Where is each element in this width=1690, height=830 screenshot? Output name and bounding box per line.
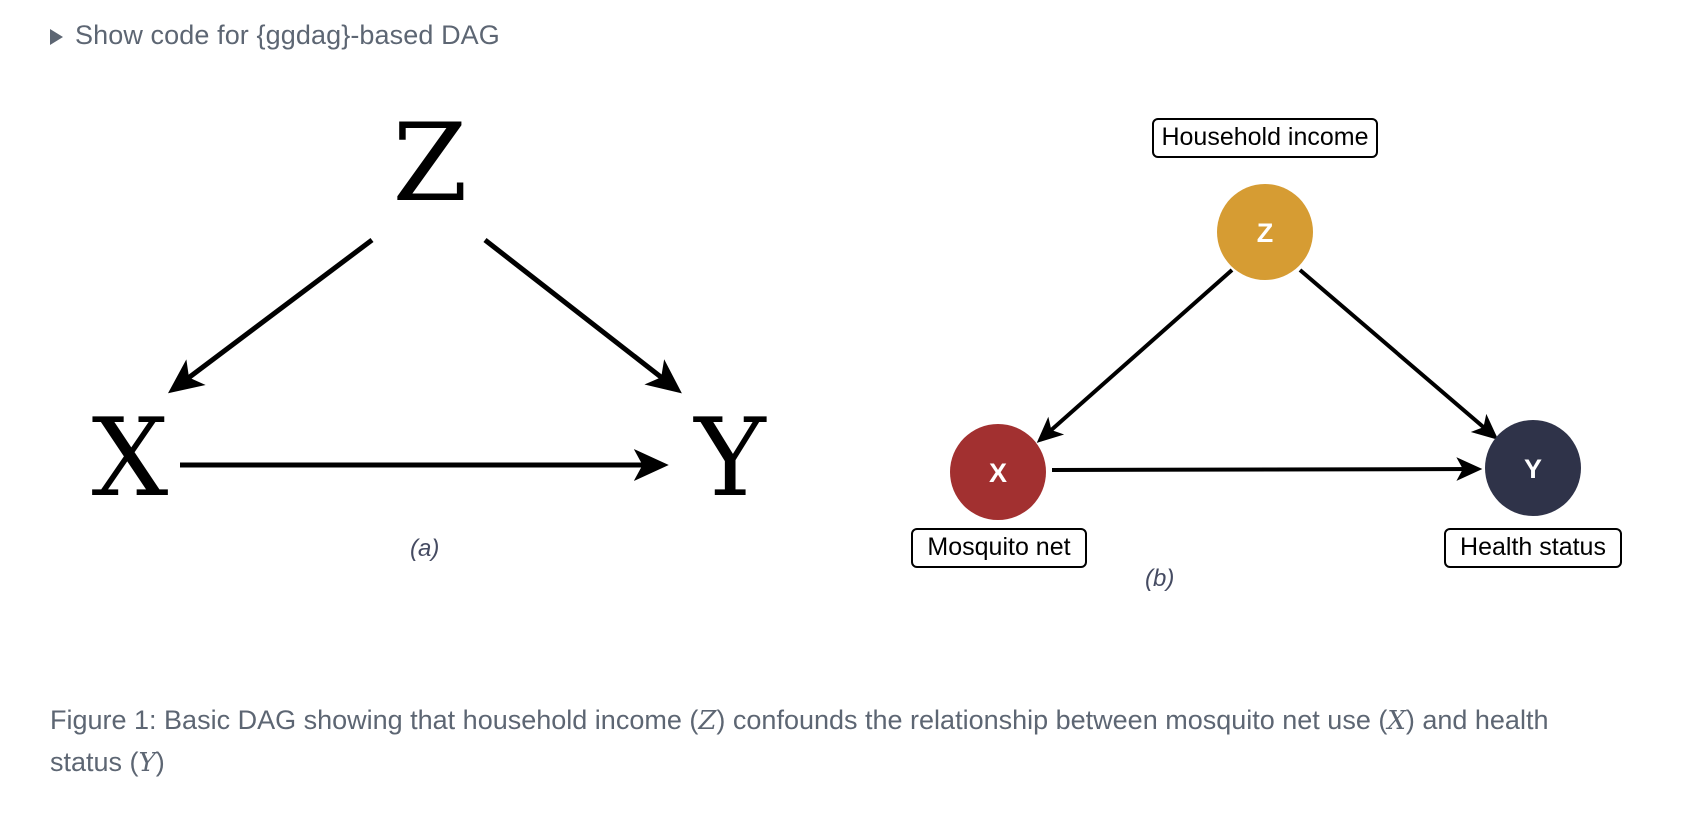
label-box-outline-z [1152, 118, 1378, 158]
caption-var-z: Z [698, 706, 717, 736]
disclosure-label: Show code for {ggdag}-based DAG [75, 20, 500, 50]
panel-b-edge-z-y [1298, 268, 1499, 440]
panel-a-node-y: Y [692, 396, 767, 521]
panel-b-node-z-letter: Z [1257, 218, 1274, 248]
panel-a-svg: Z X Y [92, 101, 768, 521]
panel-a-edge-z-y [483, 238, 682, 394]
panel-a-serif-dag: Z X Y (a) [20, 70, 840, 670]
panel-b-node-x-circle[interactable] [950, 424, 1046, 520]
figure-caption: Figure 1: Basic DAG showing that househo… [50, 700, 1590, 784]
panel-a-node-x: X [92, 396, 169, 521]
panel-a-sublabel: (a) [410, 535, 440, 562]
panel-b-node-x-label-box: Mosquito net [911, 528, 1087, 568]
panel-b-node-x-letter: X [989, 458, 1007, 488]
panel-b-node-y-circle[interactable] [1485, 420, 1581, 516]
panel-b-node-z-label-box: Household income [1152, 118, 1378, 158]
caption-suffix: ) [155, 746, 165, 777]
caption-var-x: X [1387, 706, 1406, 736]
panel-a-node-z: Z [392, 101, 467, 226]
caption-prefix: Figure 1: Basic DAG showing that househo… [50, 705, 699, 735]
triangle-right-icon [50, 28, 63, 45]
panel-b-node-x-label: Mosquito net [927, 533, 1070, 561]
label-box-outline-x [911, 528, 1087, 568]
show-code-disclosure[interactable]: Show code for {ggdag}-based DAG [50, 20, 500, 51]
panel-b-ggdag: Z Household income X Mosquito net Y Heal… [850, 70, 1670, 670]
label-box-outline-y [1444, 528, 1622, 568]
caption-var-y: Y [138, 747, 156, 778]
panel-b-edge-z-x [1036, 268, 1234, 443]
panel-b-node-y-letter: Y [1524, 454, 1542, 484]
panel-b-svg: Z Household income X Mosquito net Y Heal… [911, 118, 1622, 568]
figure-1: Z X Y (a) Z Household income [0, 70, 1690, 670]
panel-b-sublabel: (b) [1145, 565, 1175, 592]
panel-b-edge-x-y [1051, 457, 1483, 481]
panel-b-node-z-circle[interactable] [1217, 184, 1313, 280]
panel-b-node-y-label: Health status [1460, 533, 1606, 561]
panel-b-node-y-label-box: Health status [1444, 528, 1622, 568]
caption-mid2: ) and health status ( [50, 705, 1549, 777]
caption-mid: ) confounds the relationship between mos… [716, 705, 1388, 735]
panel-b-node-z-label: Household income [1161, 123, 1368, 151]
panel-a-edge-z-x [168, 238, 374, 394]
